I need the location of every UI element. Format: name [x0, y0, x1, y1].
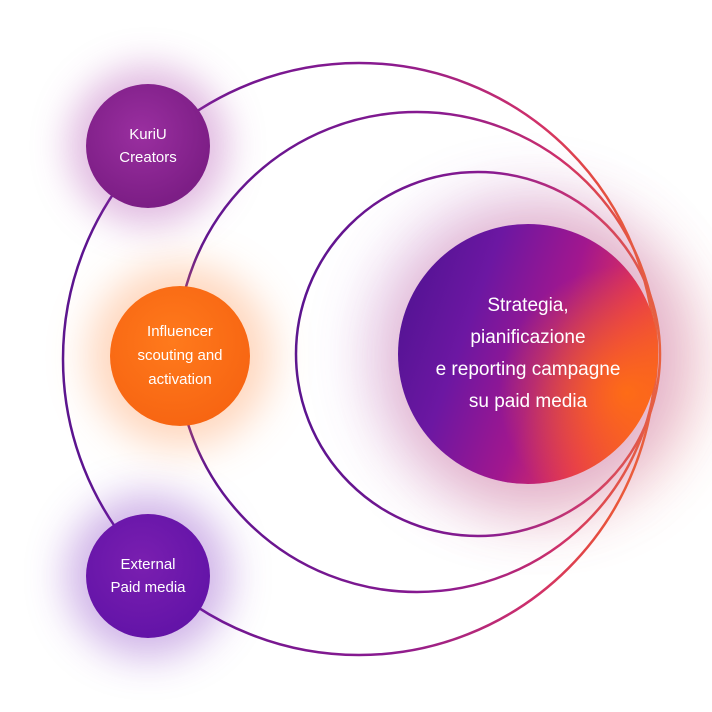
- external-label-line2: Paid media: [110, 579, 186, 596]
- influencer-label-line1: Influencer: [147, 323, 213, 340]
- kuriu-label-line2: Creators: [119, 149, 177, 166]
- strategy-main-node: Strategia, pianificazione e reporting ca…: [398, 224, 658, 484]
- external-paid-media-node: External Paid media: [86, 514, 210, 638]
- kuriu-label-line1: KuriU: [129, 126, 167, 143]
- influencer-label-line3: activation: [148, 371, 212, 388]
- influencer-scouting-node: Influencer scouting and activation: [110, 286, 250, 426]
- external-label-line1: External: [120, 556, 176, 573]
- influencer-label-line2: scouting and: [137, 347, 223, 364]
- main-label-line4: su paid media: [468, 391, 588, 412]
- main-label-line3: e reporting campagne: [435, 359, 621, 380]
- main-label-line1: Strategia,: [487, 295, 569, 316]
- main-label-line2: pianificazione: [470, 327, 586, 348]
- kuriu-creators-node: KuriU Creators: [86, 84, 210, 208]
- inner-ring: [294, 170, 662, 538]
